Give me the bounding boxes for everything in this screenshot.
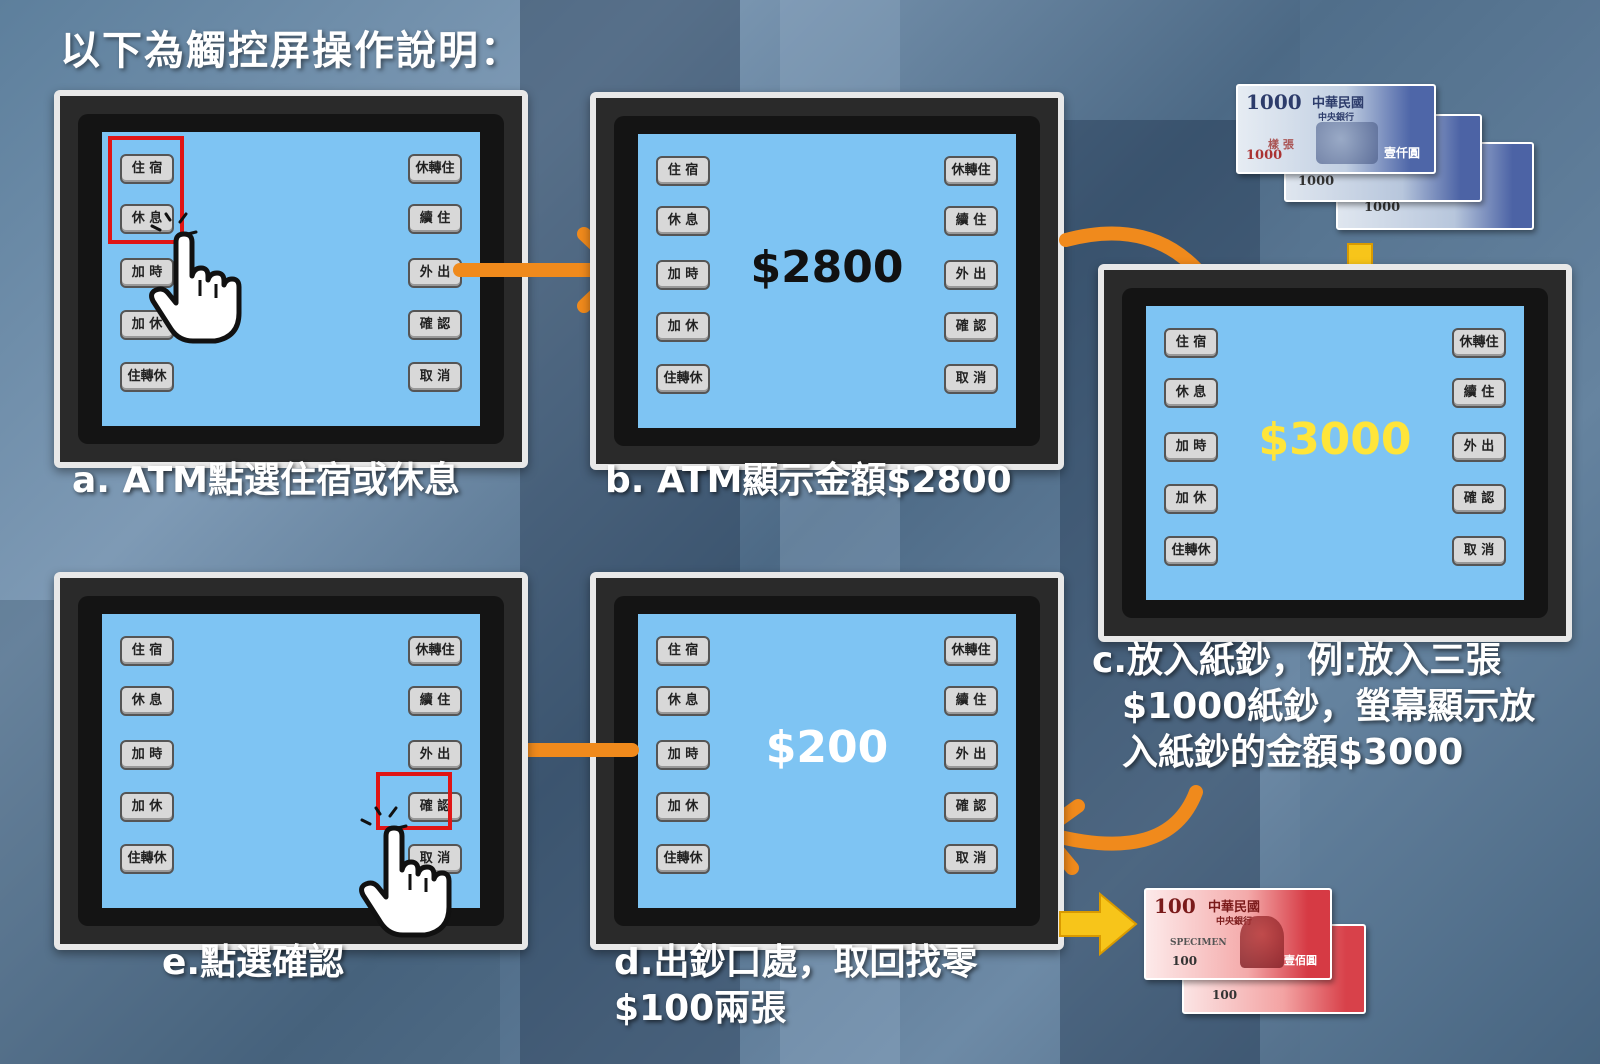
- button-confirm[interactable]: 確 認: [1452, 484, 1506, 514]
- button-add-rest[interactable]: 加 休: [120, 792, 174, 822]
- button-confirm[interactable]: 確 認: [408, 792, 462, 822]
- touch-screen: 住 宿 休 息 加 時 加 休 住轉休 休轉住 續 住 外 出 確 認 取 消 …: [1146, 306, 1524, 600]
- caption-b: b. ATM顯示金額$2800: [605, 460, 1012, 501]
- button-go-out[interactable]: 外 出: [944, 740, 998, 770]
- atm-screen-b: 住 宿 休 息 加 時 加 休 住轉休 休轉住 續 住 外 出 確 認 取 消 …: [590, 92, 1064, 470]
- button-extend-time[interactable]: 加 時: [1164, 432, 1218, 462]
- button-lodging[interactable]: 住 宿: [1164, 328, 1218, 358]
- button-extend-time[interactable]: 加 時: [656, 260, 710, 290]
- button-continue-stay[interactable]: 續 住: [1452, 378, 1506, 408]
- button-go-out[interactable]: 外 出: [408, 740, 462, 770]
- button-continue-stay[interactable]: 續 住: [408, 204, 462, 234]
- touch-screen: 住 宿 休 息 加 時 加 休 住轉休 休轉住 續 住 外 出 確 認 取 消 …: [638, 134, 1016, 428]
- atm-screen-c: 住 宿 休 息 加 時 加 休 住轉休 休轉住 續 住 外 出 確 認 取 消 …: [1098, 264, 1572, 642]
- button-rest[interactable]: 休 息: [120, 686, 174, 716]
- portrait-illustration: [1316, 122, 1378, 164]
- amount-display: $3000: [1258, 414, 1412, 465]
- button-rest[interactable]: 休 息: [656, 686, 710, 716]
- button-rest[interactable]: 休 息: [656, 206, 710, 236]
- button-confirm[interactable]: 確 認: [408, 310, 462, 340]
- button-go-out[interactable]: 外 出: [1452, 432, 1506, 462]
- button-add-rest[interactable]: 加 休: [656, 312, 710, 342]
- banknote-100-stack: 100 100 中華民國 中央銀行 SPECIMEN 100 壹佰圓: [1144, 888, 1374, 1018]
- portrait-illustration: [1240, 916, 1284, 968]
- button-rest-to-lodging[interactable]: 休轉住: [1452, 328, 1506, 358]
- button-cancel[interactable]: 取 消: [1452, 536, 1506, 566]
- touch-screen: 住 宿 休 息 加 時 加 休 住轉休 休轉住 續 住 外 出 確 認 取 消: [102, 132, 480, 426]
- button-cancel[interactable]: 取 消: [408, 362, 462, 392]
- button-lodging[interactable]: 住 宿: [656, 636, 710, 666]
- caption-c-line3: 入紙鈔的金額$3000: [1122, 732, 1464, 773]
- caption-d-line2: $100兩張: [614, 988, 787, 1029]
- hand-pointer-icon: [359, 806, 452, 938]
- banknote-1000-stack: 1000 1000 1000 中華民國 中央銀行 樣 張 1000 壹仟圓: [1236, 84, 1546, 234]
- amount-display: $200: [765, 722, 889, 773]
- caption-d-line1: d.出鈔口處，取回找零: [614, 942, 978, 983]
- banknote-1000: 1000 中華民國 中央銀行 樣 張 1000 壹仟圓: [1236, 84, 1436, 174]
- button-rest[interactable]: 休 息: [1164, 378, 1218, 408]
- highlight-box: [376, 772, 452, 830]
- button-add-rest[interactable]: 加 休: [1164, 484, 1218, 514]
- button-lodging[interactable]: 住 宿: [656, 156, 710, 186]
- button-confirm[interactable]: 確 認: [944, 792, 998, 822]
- button-cancel[interactable]: 取 消: [944, 844, 998, 874]
- button-rest-to-lodging[interactable]: 休轉住: [408, 154, 462, 184]
- button-cancel[interactable]: 取 消: [944, 364, 998, 394]
- button-go-out[interactable]: 外 出: [408, 258, 462, 288]
- button-extend-time[interactable]: 加 時: [656, 740, 710, 770]
- highlight-box: [108, 136, 184, 244]
- atm-screen-d: 住 宿 休 息 加 時 加 休 住轉休 休轉住 續 住 外 出 確 認 取 消 …: [590, 572, 1064, 950]
- button-lodging-to-rest[interactable]: 住轉休: [1164, 536, 1218, 566]
- button-extend-time[interactable]: 加 時: [120, 258, 174, 288]
- button-rest-to-lodging[interactable]: 休轉住: [408, 636, 462, 666]
- banknote-100: 100 中華民國 中央銀行 SPECIMEN 100 壹佰圓: [1144, 888, 1332, 980]
- button-rest[interactable]: 休 息: [120, 204, 174, 234]
- button-go-out[interactable]: 外 出: [944, 260, 998, 290]
- button-continue-stay[interactable]: 續 住: [408, 686, 462, 716]
- button-extend-time[interactable]: 加 時: [120, 740, 174, 770]
- atm-screen-a: 住 宿 休 息 加 時 加 休 住轉休 休轉住 續 住 外 出 確 認 取 消: [54, 90, 528, 468]
- button-continue-stay[interactable]: 續 住: [944, 206, 998, 236]
- touch-screen: 住 宿 休 息 加 時 加 休 住轉休 休轉住 續 住 外 出 確 認 取 消: [102, 614, 480, 908]
- touch-screen: 住 宿 休 息 加 時 加 休 住轉休 休轉住 續 住 外 出 確 認 取 消 …: [638, 614, 1016, 908]
- button-lodging-to-rest[interactable]: 住轉休: [656, 844, 710, 874]
- button-lodging-to-rest[interactable]: 住轉休: [120, 362, 174, 392]
- button-continue-stay[interactable]: 續 住: [944, 686, 998, 716]
- button-rest-to-lodging[interactable]: 休轉住: [944, 156, 998, 186]
- arrow-right-icon: [1059, 891, 1138, 957]
- button-lodging-to-rest[interactable]: 住轉休: [656, 364, 710, 394]
- amount-display: $2800: [750, 242, 904, 293]
- caption-c-line2: $1000紙鈔，螢幕顯示放: [1122, 686, 1536, 727]
- page-title: 以下為觸控屏操作說明：: [60, 28, 522, 74]
- button-lodging[interactable]: 住 宿: [120, 636, 174, 666]
- button-lodging[interactable]: 住 宿: [120, 154, 174, 184]
- button-add-rest[interactable]: 加 休: [656, 792, 710, 822]
- hand-pointer-icon: [149, 212, 242, 344]
- caption-a: a. ATM點選住宿或休息: [72, 460, 460, 501]
- button-confirm[interactable]: 確 認: [944, 312, 998, 342]
- button-lodging-to-rest[interactable]: 住轉休: [120, 844, 174, 874]
- button-rest-to-lodging[interactable]: 休轉住: [944, 636, 998, 666]
- caption-e: e.點選確認: [162, 942, 345, 983]
- caption-c-line1: c.放入紙鈔，例:放入三張: [1092, 640, 1502, 681]
